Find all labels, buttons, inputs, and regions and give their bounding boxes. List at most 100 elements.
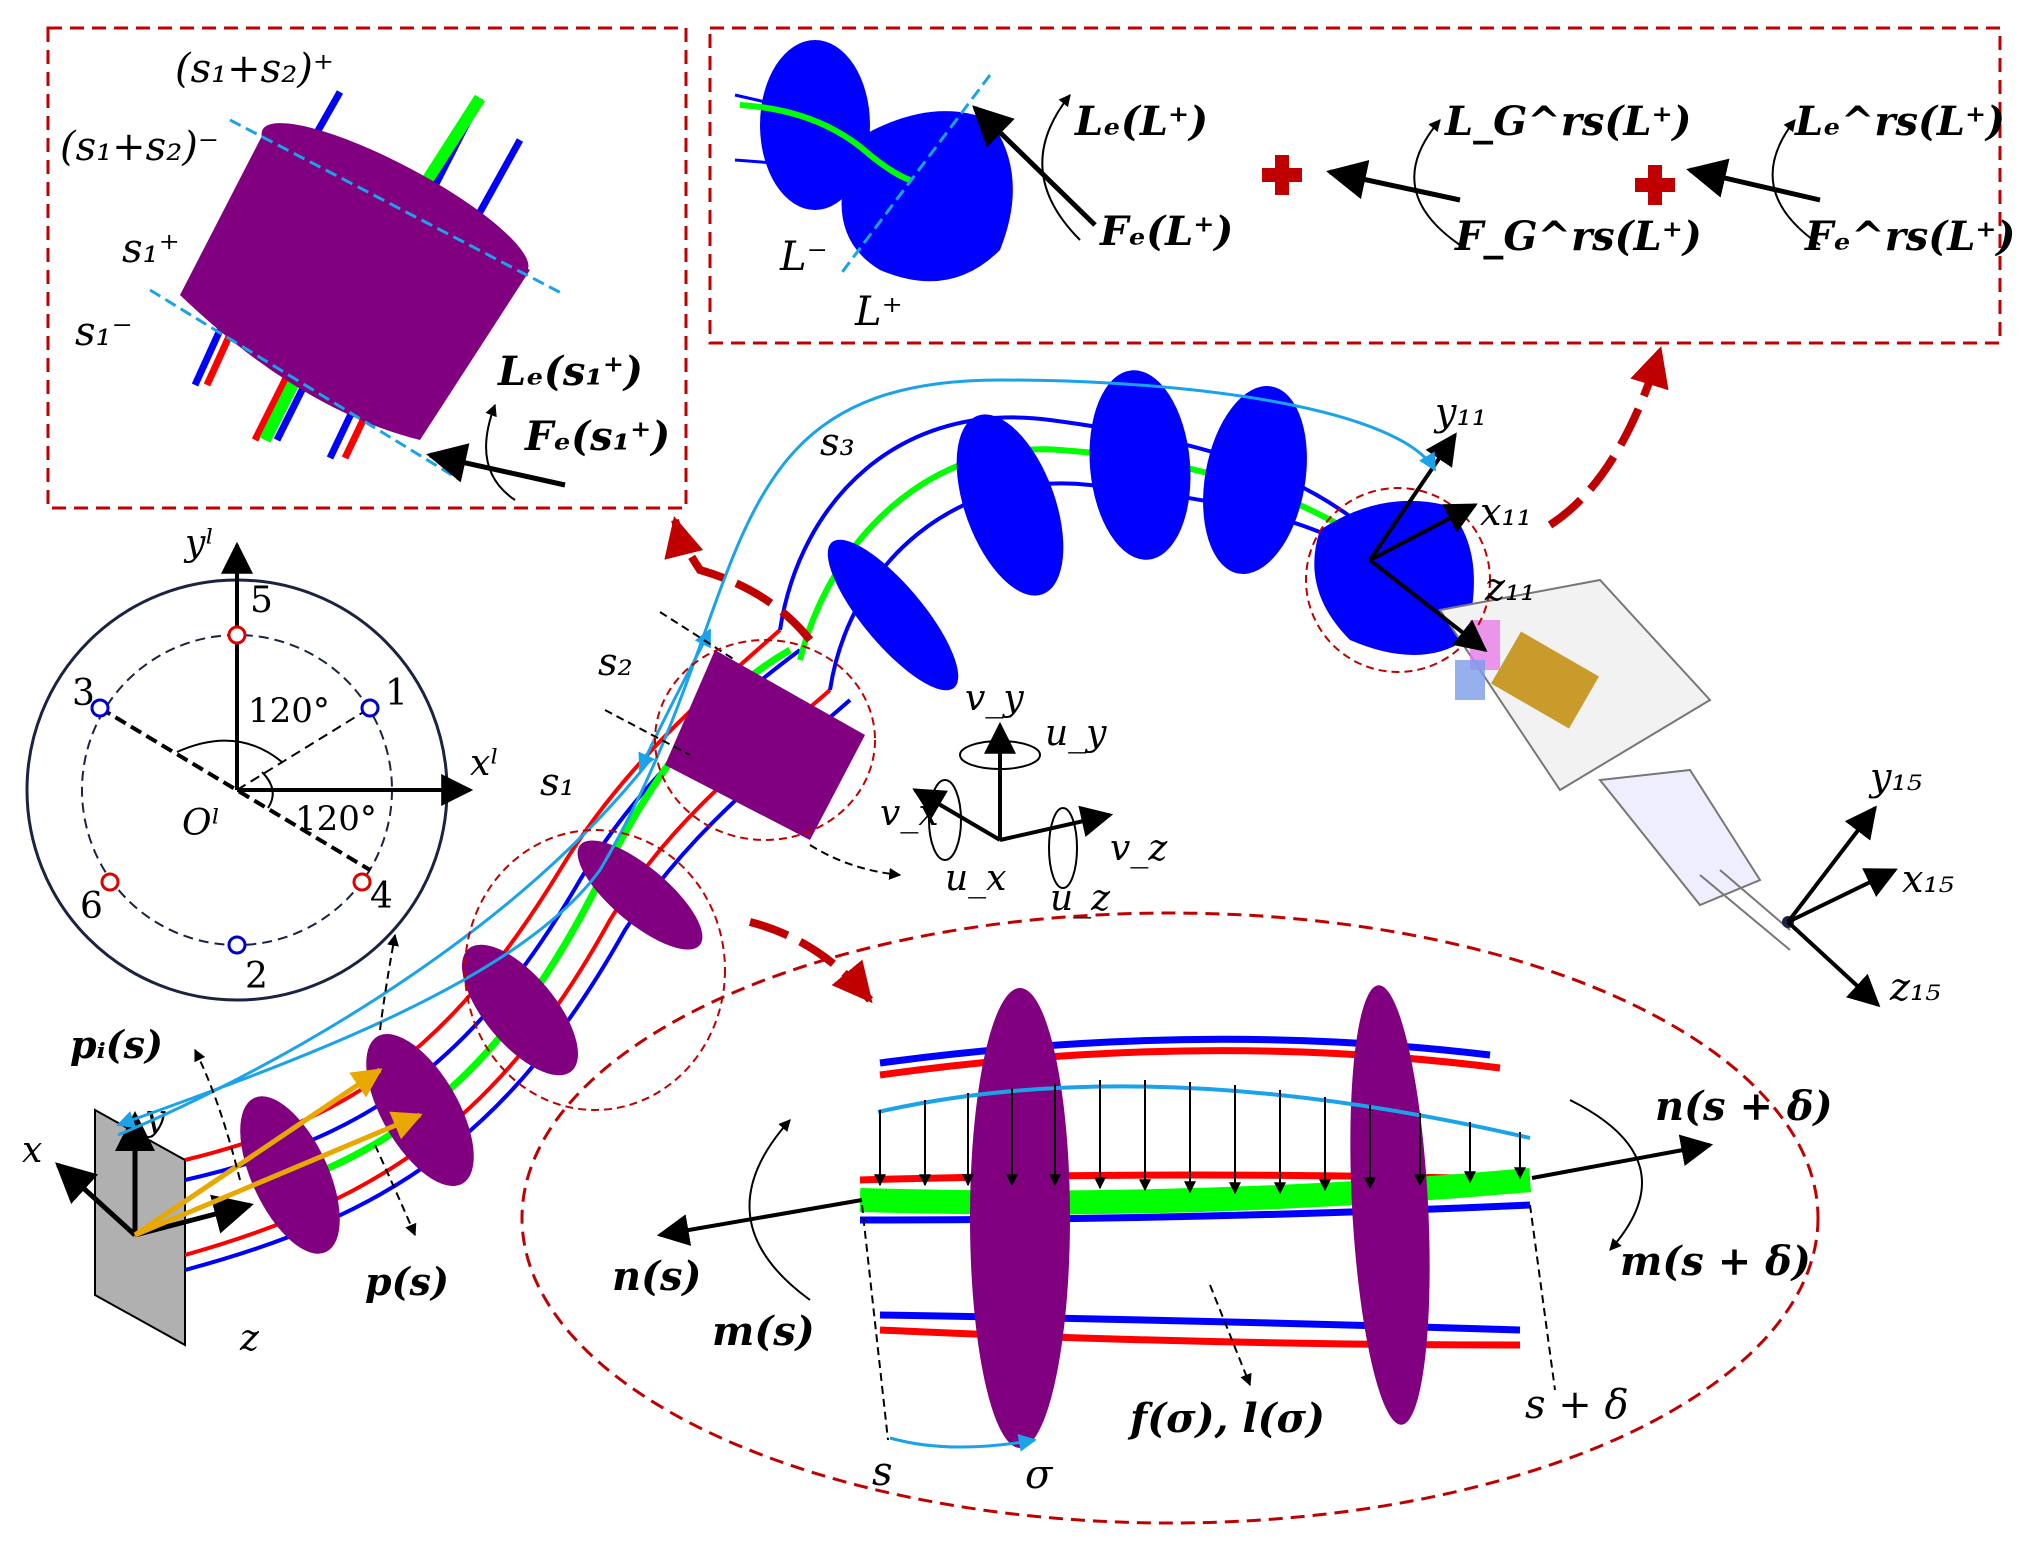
ux-rotation-icon	[928, 779, 962, 861]
element-disk-left	[970, 988, 1070, 1448]
label-z15: z₁₅	[1889, 965, 1941, 1009]
label-Fe: Fₑ(L⁺)	[1099, 208, 1233, 255]
inset-end-segment: L⁻ L⁺ Lₑ(L⁺) Fₑ(L⁺) L_G^rs(L⁺) F_G^rs(L⁺…	[708, 26, 2015, 345]
s1-tick	[604, 709, 691, 756]
end-backbone	[739, 102, 912, 183]
s2-arc	[638, 628, 712, 772]
label-ux: u_x	[945, 858, 1007, 899]
m-sd-arrow	[1569, 1099, 1643, 1251]
label-uy: u_y	[1045, 713, 1107, 754]
m-s-arrow	[748, 1119, 811, 1301]
label-m-s: m(s)	[712, 1308, 815, 1355]
label-inset-force: Fₑ(s₁⁺)	[524, 413, 670, 460]
Le-arrow	[1041, 94, 1081, 241]
base-x-axis	[55, 1162, 137, 1237]
label-s3: s₃	[820, 420, 855, 464]
distributed-load-curve	[877, 1084, 1531, 1140]
label-x15: x₁₅	[1902, 857, 1954, 901]
label-vy: v_y	[965, 678, 1024, 719]
label-vz: v_z	[1110, 828, 1168, 869]
s1-line	[149, 288, 461, 482]
label-s: s	[872, 1449, 893, 1495]
n-sd-arrow	[1531, 1134, 1714, 1180]
uz-rotation-icon	[1048, 807, 1078, 889]
label-n-sd: n(s + δ)	[1655, 1083, 1833, 1130]
cross-section: yˡ xˡ Oˡ 120° 120° 1 2 3 4 5 6	[25, 523, 499, 1002]
uy-rotation-icon	[959, 740, 1041, 770]
label-Le: Lₑ(L⁺)	[1074, 98, 1208, 145]
base-z-axis	[134, 1194, 254, 1238]
inset-disk-segment: (s₁+s₂)⁺ (s₁+s₂)⁻ s₁⁺ s₁⁻ Lₑ(s₁⁺) Fₑ(s₁⁺…	[46, 26, 688, 510]
label-base-z: z	[239, 1318, 260, 1359]
label-base-x: x	[22, 1130, 42, 1171]
p-pointer	[374, 1144, 417, 1237]
end-disk-left	[760, 40, 870, 210]
label-z11: z₁₁	[1484, 565, 1536, 609]
hole-2	[227, 935, 247, 955]
pointer-to-inset-2	[1547, 346, 1669, 529]
inset-purple-disk-top	[261, 123, 529, 277]
base-plate	[94, 1108, 186, 1347]
s1-arc	[117, 759, 652, 1137]
x15-axis	[1787, 868, 1898, 924]
hole-5	[227, 625, 247, 645]
LG-arrow	[1413, 119, 1461, 246]
hole-6	[100, 872, 120, 892]
label-s12-minus: (s₁+s₂)⁻	[60, 124, 219, 170]
label-hole-2: 2	[245, 956, 268, 997]
label-Fers: Fₑ^rs(L⁺)	[1804, 213, 2015, 260]
label-hole-4: 4	[370, 876, 393, 917]
label-angle-top: 120°	[248, 691, 330, 731]
label-FG: F_G^rs(L⁺)	[1454, 213, 1702, 260]
p-i-pointer	[194, 1048, 241, 1181]
label-uz: u_z	[1050, 878, 1111, 919]
label-origin: Oˡ	[182, 803, 220, 844]
hole-4	[352, 872, 372, 892]
blue-disk-1	[827, 539, 959, 691]
hole-pointer	[379, 933, 399, 1031]
label-sigma: σ	[1025, 1452, 1054, 1498]
s2-tick	[659, 611, 736, 661]
Fe-arrow	[972, 105, 1097, 227]
pointer-to-inset-1	[664, 516, 814, 643]
block-highlight	[654, 639, 876, 841]
label-s1-minus: s₁⁻	[75, 309, 133, 355]
label-s1-plus: s₁⁺	[122, 226, 180, 272]
vz-axis	[999, 805, 1114, 842]
pointer-to-element	[749, 918, 874, 1004]
label-hole-6: 6	[80, 886, 103, 927]
s12-plus-line	[229, 118, 566, 297]
label-m-sd: m(s + δ)	[1620, 1238, 1811, 1285]
load-pointer	[1209, 1284, 1252, 1387]
label-s2: s₂	[598, 640, 633, 684]
block-frame-pointer	[809, 844, 902, 880]
z15-axis	[1786, 920, 1881, 1008]
label-inset-moment: Lₑ(s₁⁺)	[497, 348, 643, 395]
label-angle-bottom: 120°	[295, 799, 377, 839]
sigma-arrow	[889, 1433, 1037, 1452]
label-hole-5: 5	[250, 580, 273, 621]
hole-3	[90, 698, 110, 718]
label-hole-1: 1	[385, 673, 408, 714]
element-backbone	[859, 1168, 1532, 1215]
label-s1: s₁	[540, 760, 575, 804]
element-disk-right	[1350, 985, 1430, 1425]
label-yl: yˡ	[183, 523, 214, 564]
label-vx: v_x	[880, 793, 939, 834]
purple-disk-1	[240, 1096, 340, 1254]
label-L-plus: L⁺	[854, 289, 903, 335]
label-s12-plus: (s₁+s₂)⁺	[175, 46, 334, 92]
angle-arc	[176, 739, 283, 763]
distributed-load-arrows	[874, 1080, 1526, 1195]
label-xl: xˡ	[470, 743, 499, 784]
inset-purple-disk	[180, 130, 530, 440]
inset-end-border	[708, 26, 2002, 345]
element-tendons	[859, 1035, 1532, 1349]
n-s-arrow	[656, 1198, 863, 1246]
blue-disk-3	[1089, 370, 1191, 560]
label-p-i: pᵢ(s)	[70, 1022, 163, 1067]
moment-arrow	[485, 403, 516, 501]
L-dashed-line	[838, 74, 992, 276]
label-L-minus: L⁻	[779, 234, 828, 280]
y15-axis	[1786, 805, 1877, 924]
